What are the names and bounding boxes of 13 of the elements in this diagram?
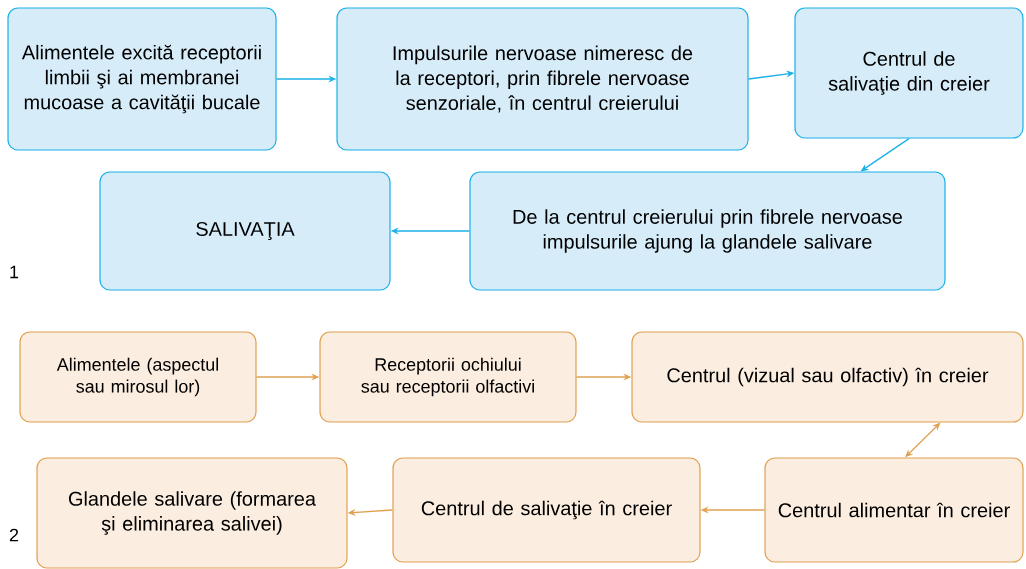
process-box: Centrul (vizual sau olfactiv) în creier [631, 331, 1024, 423]
process-box: Impulsurile nervoase nimeresc de la receptori, prin fibrele nervoase senzoriale, în centrul creierului [336, 7, 749, 151]
process-box: Centrul alimentar în creier [764, 457, 1024, 563]
process-box: Alimentele (aspectul sau mirosul lor) [19, 331, 257, 423]
process-box: Centrul de salivaţie din creier [794, 7, 1024, 139]
process-box: SALIVAŢIA [99, 171, 391, 291]
process-box: De la centrul creierului prin fibrele nervoase impulsurile ajung la glandele salivare [469, 171, 946, 291]
process-box: Glandele salivare (formarea şi eliminarea salivei) [36, 457, 348, 569]
process-box: Receptorii ochiului sau receptorii olfactivi [319, 331, 577, 423]
process-box: Alimentele excită receptorii limbii şi ai membranei mucoase a cavităţii bucale [7, 7, 277, 151]
panel-number: 2 [9, 528, 19, 542]
process-box: Centrul de salivaţie în creier [392, 457, 701, 563]
panel-number: 1 [10, 265, 19, 279]
